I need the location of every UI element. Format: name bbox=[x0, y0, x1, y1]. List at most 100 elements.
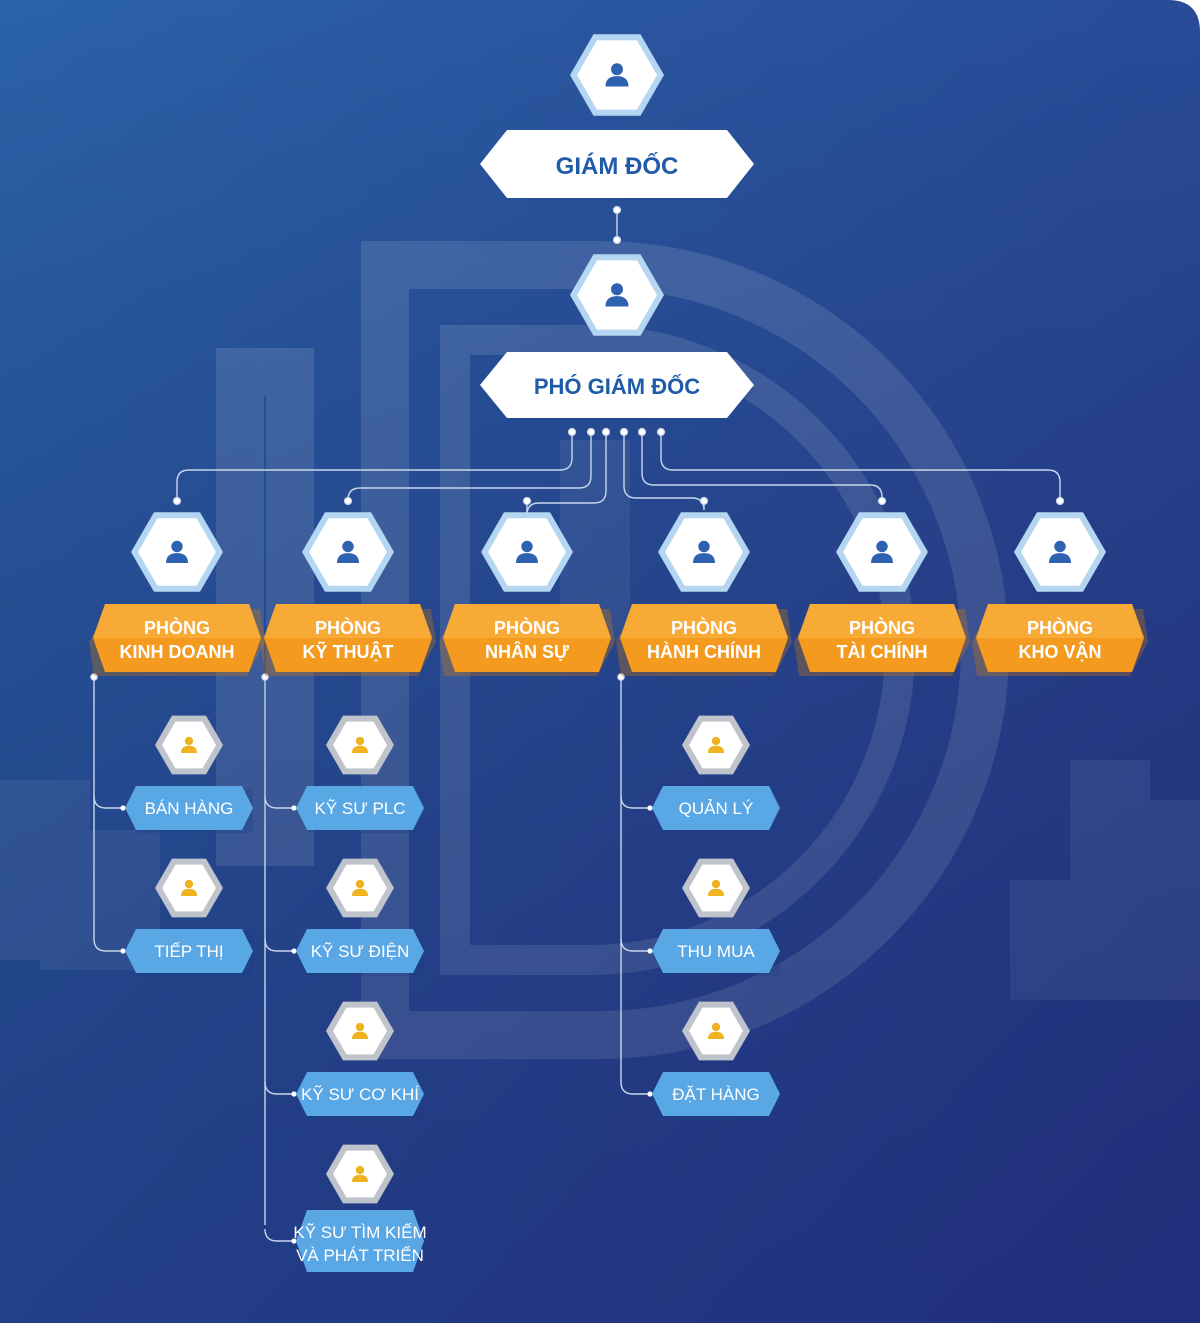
department-banner-highlight bbox=[620, 604, 788, 638]
person-icon bbox=[352, 736, 368, 753]
avatar-hexagon bbox=[326, 1001, 394, 1061]
department-label-line1: PHÒNG bbox=[671, 617, 737, 638]
role-banner bbox=[652, 1072, 780, 1116]
department-3: PHÒNG NHÂN SỰ bbox=[439, 512, 615, 676]
role-banner bbox=[296, 929, 424, 973]
avatar-hexagon bbox=[682, 1001, 750, 1061]
person-icon bbox=[166, 540, 188, 563]
avatar-hexagon bbox=[682, 858, 750, 918]
role-4-1: QUẢN LÝ bbox=[652, 715, 780, 833]
department-1: PHÒNG KINH DOANH bbox=[89, 512, 265, 676]
department-6: PHÒNG KHO VẬN bbox=[972, 512, 1148, 676]
connector-dot bbox=[647, 805, 653, 811]
avatar-hexagon bbox=[481, 512, 573, 592]
person-icon bbox=[181, 736, 197, 753]
role-label: ĐẶT HÀNG bbox=[672, 1085, 760, 1104]
connector-line bbox=[93, 938, 123, 952]
person-icon bbox=[708, 879, 724, 896]
department-label-line1: PHÒNG bbox=[849, 617, 915, 638]
avatar-hexagon bbox=[570, 254, 664, 336]
connector-dot bbox=[291, 1091, 297, 1097]
department-4: PHÒNG HÀNH CHÍNH bbox=[616, 512, 792, 676]
connector-dot bbox=[120, 948, 126, 954]
avatar-hexagon bbox=[836, 512, 928, 592]
department-label-line1: PHÒNG bbox=[1027, 617, 1093, 638]
person-icon bbox=[352, 1165, 368, 1182]
role-2-2: KỸ SƯ ĐIỆN bbox=[296, 858, 424, 976]
avatar-hexagon bbox=[302, 512, 394, 592]
person-icon bbox=[1049, 540, 1071, 563]
connector-line bbox=[660, 432, 1061, 500]
connector-line bbox=[623, 432, 705, 511]
person-icon bbox=[337, 540, 359, 563]
director-title: GIÁM ĐỐC bbox=[556, 152, 679, 180]
connector-dot bbox=[647, 948, 653, 954]
person-icon bbox=[871, 540, 893, 563]
vice-director-box: PHÓ GIÁM ĐỐC bbox=[480, 352, 754, 422]
department-banner-highlight bbox=[264, 604, 432, 638]
role-banner bbox=[296, 786, 424, 830]
department-label-line1: PHÒNG bbox=[494, 617, 560, 638]
avatar-hexagon bbox=[155, 715, 223, 775]
role-banner bbox=[296, 1072, 424, 1116]
connector-dot bbox=[172, 496, 182, 506]
person-icon bbox=[352, 1022, 368, 1039]
connector-dot bbox=[612, 205, 622, 215]
avatar-hexagon bbox=[658, 512, 750, 592]
connector-dot bbox=[291, 805, 297, 811]
avatar-hexagon bbox=[570, 34, 664, 116]
role-banner bbox=[125, 929, 253, 973]
department-label-line2: KINH DOANH bbox=[120, 642, 235, 662]
department-banner-highlight bbox=[443, 604, 611, 638]
connector-dot bbox=[1055, 496, 1065, 506]
role-label: QUẢN LÝ bbox=[679, 799, 754, 818]
role-banner bbox=[652, 786, 780, 830]
role-banner bbox=[296, 1210, 424, 1272]
role-2-1: KỸ SƯ PLC bbox=[296, 715, 424, 833]
department-2: PHÒNG KỸ THUẬT bbox=[260, 512, 436, 676]
connector-line bbox=[620, 1081, 650, 1095]
person-icon bbox=[605, 63, 629, 87]
department-label-line2: HÀNH CHÍNH bbox=[647, 641, 761, 662]
connector-dot bbox=[699, 496, 709, 506]
director-box: GIÁM ĐỐC bbox=[480, 130, 754, 202]
connector-dot bbox=[291, 1238, 297, 1244]
connector-line bbox=[641, 432, 883, 500]
department-label-line1: PHÒNG bbox=[144, 617, 210, 638]
department-label-line2: KỸ THUẬT bbox=[303, 641, 394, 662]
avatar-hexagon bbox=[326, 858, 394, 918]
connector-dot bbox=[656, 427, 666, 437]
person-icon bbox=[181, 879, 197, 896]
person-icon bbox=[352, 879, 368, 896]
vice-director-banner bbox=[480, 352, 754, 418]
role-2-3: KỸ SƯ CƠ KHÍ bbox=[296, 1001, 424, 1119]
person-icon bbox=[516, 540, 538, 563]
department-5: PHÒNG TÀI CHÍNH bbox=[794, 512, 970, 676]
connector-dot bbox=[637, 427, 647, 437]
department-banner-highlight bbox=[798, 604, 966, 638]
connector-dot bbox=[612, 235, 622, 245]
avatar-hexagon bbox=[682, 715, 750, 775]
connector-line bbox=[176, 432, 573, 500]
role-label: KỸ SƯ CƠ KHÍ bbox=[301, 1085, 419, 1104]
department-label-line2: TÀI CHÍNH bbox=[837, 641, 928, 662]
connector-dot bbox=[120, 805, 126, 811]
connector-dot bbox=[343, 496, 353, 506]
connector-dot bbox=[567, 427, 577, 437]
avatar-hexagon bbox=[131, 512, 223, 592]
role-banner bbox=[125, 786, 253, 830]
role-label: KỸ SƯ ĐIỆN bbox=[311, 942, 410, 961]
department-label-line2: KHO VẬN bbox=[1018, 641, 1101, 662]
connector-line bbox=[264, 1228, 294, 1242]
connector-dot bbox=[586, 427, 596, 437]
department-label-line1: PHÒNG bbox=[315, 617, 381, 638]
vice-director-title: PHÓ GIÁM ĐỐC bbox=[534, 373, 700, 399]
role-label: BÁN HÀNG bbox=[145, 799, 234, 818]
role-label: KỸ SƯ PLC bbox=[314, 799, 405, 818]
connector-dot bbox=[291, 948, 297, 954]
role-1-1: BÁN HÀNG bbox=[125, 715, 253, 833]
department-label-line2: NHÂN SỰ bbox=[485, 641, 569, 662]
